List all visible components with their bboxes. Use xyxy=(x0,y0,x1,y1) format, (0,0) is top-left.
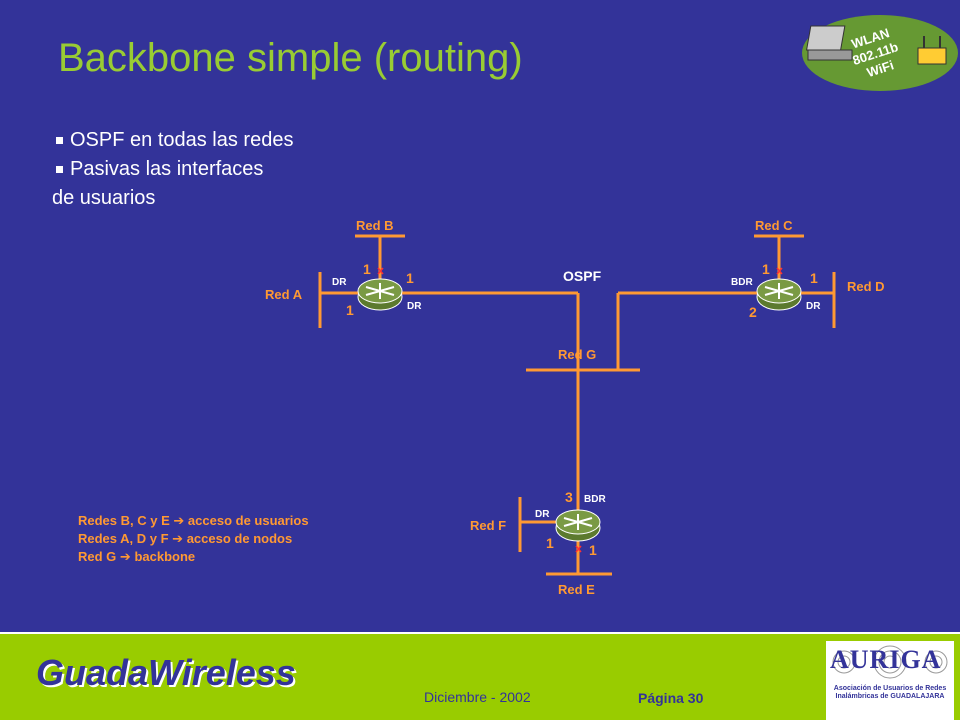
legend: Redes B, C y E ➔ acceso de usuarios Rede… xyxy=(78,512,309,566)
wifi-waves-icon xyxy=(832,645,948,679)
arrow-right-icon: ➔ xyxy=(172,531,184,546)
label-red-c: Red C xyxy=(755,218,793,233)
router-icon xyxy=(357,278,403,311)
label-red-a: Red A xyxy=(265,287,303,302)
router3-role-top: BDR xyxy=(584,494,606,505)
router2-cost-bottom: 2 xyxy=(749,304,757,320)
router-icon xyxy=(555,509,601,542)
label-red-f: Red F xyxy=(470,518,507,533)
laptop-icon xyxy=(806,25,853,61)
bullet-list: OSPF en todas las redes Pasivas las inte… xyxy=(52,126,293,213)
router1-role-right: DR xyxy=(407,301,422,312)
router3-cost-bottom: 1 xyxy=(589,542,597,558)
arrow-right-icon: ➔ xyxy=(173,513,185,528)
router2-role-right: DR xyxy=(806,301,821,312)
bullet-item: Pasivas las interfaces xyxy=(52,155,293,184)
router1-cost-left: 1 xyxy=(346,302,354,318)
wlan-badge xyxy=(802,15,958,91)
protocol-label: OSPF xyxy=(563,268,602,284)
label-red-b: Red B xyxy=(356,218,394,233)
router1-role-left: DR xyxy=(332,277,347,288)
router-icon xyxy=(756,278,802,311)
legend-line: Redes B, C y E ➔ acceso de usuarios xyxy=(78,513,309,528)
router3-role-left: DR xyxy=(535,509,550,520)
footer-date: Diciembre - 2002 xyxy=(424,689,531,705)
logo-text: AURIGA xyxy=(830,645,942,674)
passive-marker-icon xyxy=(377,267,783,553)
router2-role-left: BDR xyxy=(731,277,753,288)
router1-cost-right: 1 xyxy=(406,270,414,286)
logo-subtitle: Asociación de Usuarios de Redes Inalámbr… xyxy=(833,685,947,700)
footer: GuadaWireless Diciembre - 2002 Página 30… xyxy=(0,632,960,720)
router2-cost-top: 1 xyxy=(762,261,770,277)
legend-line: Redes A, D y F ➔ acceso de nodos xyxy=(78,531,293,546)
router3-cost-left: 1 xyxy=(546,535,554,551)
label-red-g: Red G xyxy=(558,347,597,362)
label-red-d: Red D xyxy=(847,279,885,294)
router3-cost-top: 3 xyxy=(565,489,573,505)
bullet-item: OSPF en todas las redes xyxy=(52,126,293,155)
legend-line: Red G ➔ backbone xyxy=(78,549,196,564)
bullet-continuation: de usuarios xyxy=(52,187,156,209)
brand-logo: GuadaWireless xyxy=(36,652,296,693)
router1-cost-top: 1 xyxy=(363,261,371,277)
network-diagram xyxy=(318,234,836,576)
label-red-e: Red E xyxy=(558,582,595,597)
router2-cost-right: 1 xyxy=(810,270,818,286)
arrow-right-icon: ➔ xyxy=(119,549,131,564)
auriga-logo: AURIGA Asociación de Usuarios de Redes I… xyxy=(826,641,954,720)
page-number: Página 30 xyxy=(638,690,704,706)
access-point-icon xyxy=(917,36,947,65)
slide-title: Backbone simple (routing) xyxy=(58,36,523,80)
